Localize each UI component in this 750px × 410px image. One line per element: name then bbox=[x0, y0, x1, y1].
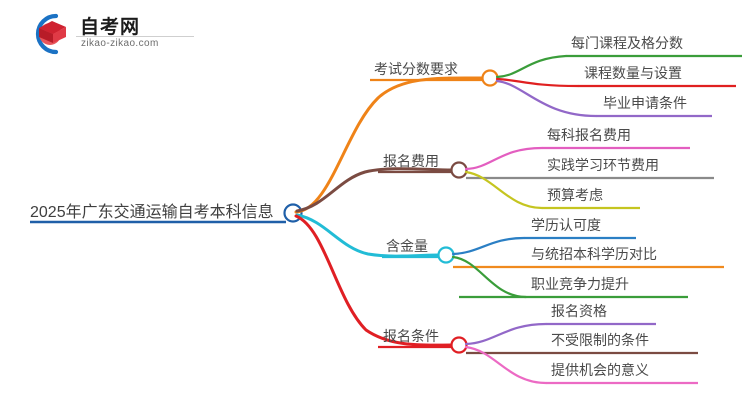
site-logo: 自考网 zikao-zikao.com bbox=[26, 10, 196, 58]
branch-label-2: 报名费用 bbox=[383, 153, 439, 169]
leaf-link-2-3 bbox=[464, 170, 544, 210]
leaf-label-4-3: 提供机会的意义 bbox=[551, 362, 649, 378]
leaf-label-3-3: 职业竞争力提升 bbox=[531, 276, 629, 292]
leaf-label-1-2: 课程数量与设置 bbox=[584, 65, 682, 81]
leaf-link-4-3 bbox=[464, 345, 548, 385]
graduation-cap-icon bbox=[35, 13, 66, 55]
leaf-label-2-2: 实践学习环节费用 bbox=[547, 157, 659, 173]
branch-link-1 bbox=[294, 76, 485, 214]
leaf-label-3-2: 与统招本科学历对比 bbox=[531, 246, 657, 262]
leaf-label-3-1: 学历认可度 bbox=[531, 217, 601, 233]
leaf-link-1-3 bbox=[495, 79, 598, 118]
leaf-link-2-1 bbox=[464, 146, 544, 171]
leaf-label-2-3: 预算考虑 bbox=[547, 187, 603, 203]
branch-link-2 bbox=[295, 167, 454, 213]
leaf-link-1-2 bbox=[495, 77, 580, 88]
branch-group-2: 报名费用 每科报名费用 实践学习环节费用 预算考虑 bbox=[295, 127, 714, 213]
leaf-link-1-1 bbox=[495, 54, 568, 79]
branch-group-3: 含金量 学历认可度 与统招本科学历对比 职业竞争力提升 bbox=[295, 213, 724, 299]
branch-link-4 bbox=[294, 214, 454, 347]
mindmap-root-node[interactable]: 2025年广东交通运输自考本科信息 bbox=[30, 203, 303, 224]
branch-group-4: 报名条件 报名资格 不受限制的条件 提供机会的意义 bbox=[294, 214, 698, 385]
branch-label-1: 考试分数要求 bbox=[374, 61, 458, 77]
branch-label-3: 含金量 bbox=[386, 238, 428, 254]
branch-node-circle-4[interactable] bbox=[450, 336, 468, 354]
leaf-link-3-1 bbox=[451, 236, 526, 256]
leaf-label-4-2: 不受限制的条件 bbox=[551, 332, 649, 348]
leaf-link-3-3 bbox=[451, 255, 528, 299]
root-label: 2025年广东交通运输自考本科信息 bbox=[30, 203, 274, 221]
leaf-label-1-1: 每门课程及格分数 bbox=[571, 35, 683, 51]
logo-divider bbox=[76, 36, 194, 37]
branch-link-3 bbox=[295, 213, 441, 258]
branch-node-circle-1[interactable] bbox=[481, 69, 499, 87]
branch-node-circle-3[interactable] bbox=[437, 246, 455, 264]
logo-name-cn: 自考网 bbox=[80, 17, 141, 38]
leaf-label-2-1: 每科报名费用 bbox=[547, 127, 631, 143]
logo-url: zikao-zikao.com bbox=[81, 38, 159, 49]
leaf-label-4-1: 报名资格 bbox=[551, 303, 607, 319]
branch-label-4: 报名条件 bbox=[383, 328, 439, 344]
branch-group-1: 考试分数要求 每门课程及格分数 课程数量与设置 毕业申请条件 bbox=[294, 35, 742, 214]
leaf-link-4-1 bbox=[464, 322, 548, 346]
branch-node-circle-2[interactable] bbox=[450, 161, 468, 179]
leaf-label-1-3: 毕业申请条件 bbox=[603, 95, 687, 111]
